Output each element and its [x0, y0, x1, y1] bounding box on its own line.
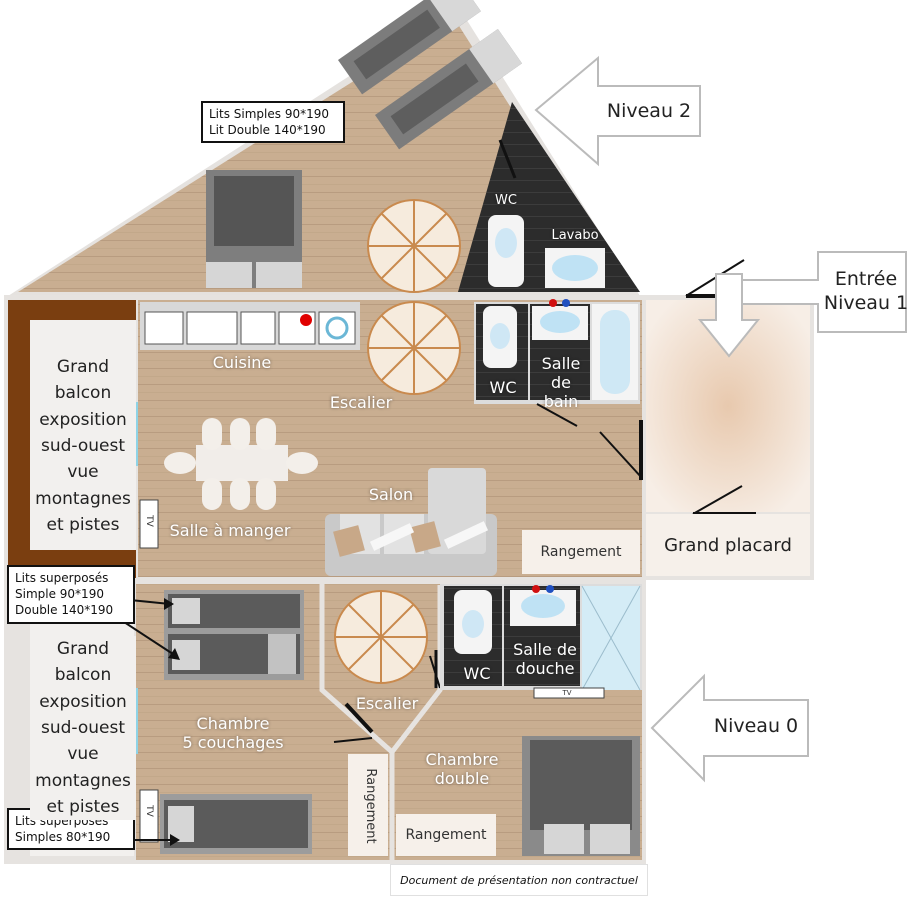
beds-level2-callout: Lits Simples 90*190 Lit Double 140*190 [201, 101, 345, 144]
bed-single-icon [338, 0, 481, 95]
room-label-wc-level2: WC [495, 193, 517, 208]
sofa [325, 468, 497, 576]
callout-line: Simples 80*190 [15, 830, 111, 845]
label-line: Grand [56, 639, 110, 659]
callout-line: Simple 90*190 [15, 587, 104, 602]
callout-line: Double 140*190 [15, 603, 114, 618]
callout-line: Lits Simples 90*190 [209, 107, 330, 121]
level-0-arrow [650, 673, 809, 783]
label-line: douche [515, 659, 575, 679]
storage-label: Rangement [522, 530, 640, 574]
label-line: sud-ouest [40, 718, 126, 739]
label-line: Salle de [513, 640, 577, 659]
tv-icon [533, 687, 605, 699]
entrance-label-line1: Entrée [834, 268, 898, 290]
closet-label: Grand placard [646, 514, 810, 576]
label-line: et pistes [46, 797, 120, 818]
label-line: Chambre [425, 750, 499, 769]
stairs-icon [367, 301, 461, 395]
label-line: et pistes [46, 515, 120, 536]
label-line: Chambre [196, 714, 270, 733]
level-0-label: Niveau 0 [713, 715, 799, 737]
bunk-bed-icon [164, 590, 304, 680]
bed-double-icon [206, 170, 302, 288]
room-label-lavabo: Lavabo [551, 228, 599, 243]
level-2-label: Niveau 2 [606, 100, 692, 122]
dining-table [164, 418, 318, 510]
entrance-label-line2: Niveau 1 [823, 291, 909, 314]
balcony-label-level1: Grand balcon exposition sud-ouest vue mo… [30, 354, 136, 539]
bed-double-icon [522, 736, 640, 856]
callout-line: Lit Double 140*190 [209, 123, 326, 138]
label-line: exposition [39, 691, 127, 712]
stove-hot-icon [300, 314, 312, 326]
room-label-salle-de-douche: Salle de douche [508, 640, 582, 678]
label-line: balcon [54, 383, 112, 404]
level-2 [8, 0, 640, 296]
bathtub-icon [600, 310, 630, 394]
kitchen-counter [140, 302, 360, 350]
stairs-icon [334, 590, 428, 684]
room-label-escalier-level0: Escalier [355, 694, 419, 713]
label-line: sud-ouest [40, 436, 126, 457]
tv-label-level0-2: TV [144, 805, 154, 817]
bunk-beds-callout-1: Lits superposés Simple 90*190 Double 140… [7, 565, 135, 624]
tv-label-level0: TV [562, 689, 572, 697]
label-line: 5 couchages [182, 733, 284, 753]
balcony-label-level0: Grand balcon exposition sud-ouest vue mo… [30, 636, 136, 821]
storage-label-level0: Rangement [396, 814, 496, 856]
room-label-chambre-double: Chambre double [412, 750, 512, 788]
room-label-chambre-5: Chambre 5 couchages [176, 714, 290, 752]
label-line: vue [67, 744, 99, 765]
room-label-wc-level0: WC [463, 664, 491, 683]
room-label-wc: WC [489, 378, 517, 397]
room-label-salle-a-manger: Salle à manger [169, 521, 291, 540]
label-line: Grand [56, 357, 110, 377]
label-line: montagnes [35, 770, 131, 791]
bed-single-icon [375, 28, 522, 150]
storage-label-vertical: Rangement [363, 768, 378, 844]
tv-label: TV [144, 515, 154, 527]
callout-arrows [123, 598, 180, 846]
label-line: balcon [54, 665, 112, 686]
entrance-arrow [697, 251, 907, 358]
label-line: bain [543, 392, 579, 412]
room-label-cuisine: Cuisine [212, 353, 272, 372]
disclaimer: Document de présentation non contractuel [390, 864, 648, 896]
label-line: double [434, 769, 490, 789]
entrance-label: Entrée Niveau 1 [820, 268, 912, 316]
level-2-arrow [534, 55, 701, 167]
callout-line: Lits superposés [15, 571, 109, 585]
room-label-salon: Salon [368, 485, 414, 504]
label-line: Salle de [541, 354, 581, 393]
label-line: montagnes [35, 488, 131, 509]
room-label-salle-de-bain: Salle de bain [530, 354, 592, 412]
label-line: exposition [39, 409, 127, 430]
bunk-bed-icon [160, 794, 312, 854]
stairs-icon [367, 199, 461, 293]
label-line: vue [67, 462, 99, 483]
room-label-escalier: Escalier [329, 393, 393, 412]
